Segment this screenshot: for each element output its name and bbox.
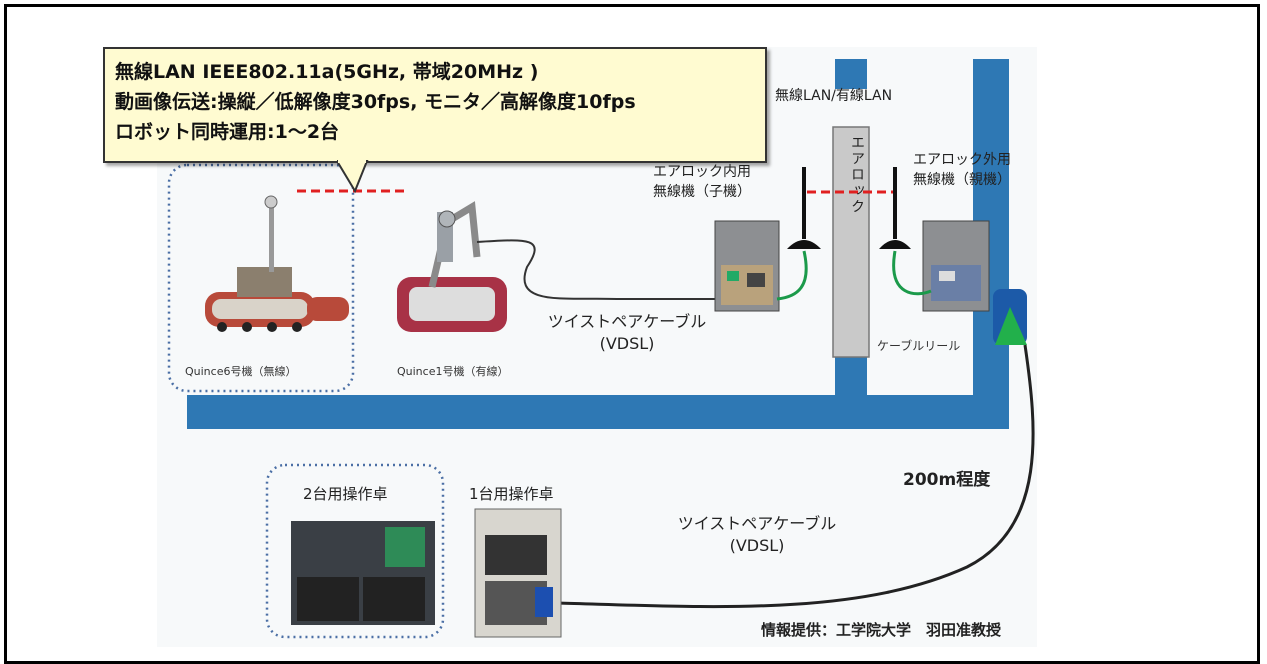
inner-radio-case-image [714,220,780,312]
console1-image [474,508,562,638]
console2-image [291,521,435,625]
label-console1: 1台用操作卓 [469,485,554,503]
quince1-robot-image [397,201,507,332]
wall-pillar-left-bottom [835,357,867,397]
airlock-column [832,126,870,358]
label-airlock-inner-sub: 無線機（子機） [653,184,751,200]
label-airlock-outer: エアロック外用 [913,152,1011,168]
outer-antenna-image [879,167,911,249]
label-console2: 2台用操作卓 [303,485,388,503]
cable-reel-image [993,289,1027,345]
label-cable-bottom-sub: (VDSL) [729,536,785,555]
outer-radio-case-image [922,220,990,312]
label-cable-reel: ケーブルリール [877,339,961,353]
inner-green-cable [776,250,808,301]
label-quince6: Quince6号機（無線） [185,365,297,378]
wall-pillar-left-top [835,59,867,89]
credit-text: 情報提供：工学院大学 羽田准教授 [761,621,1002,639]
outer-green-cable [892,250,932,296]
cable-quince1-to-radio [476,239,719,300]
callout-line-wireless: 無線LAN IEEE802.11a(5GHz, 帯域20MHz ) [115,61,539,83]
callout-line-robots: ロボット同時運用:1〜2台 [115,121,340,143]
label-airlock-outer-sub: 無線機（親機） [913,172,1011,188]
label-cable-bottom: ツイストペアケーブル [677,514,837,533]
label-lan: 無線LAN/有線LAN [775,88,893,104]
quince6-robot-image [205,195,349,332]
inner-antenna-image [787,167,821,249]
label-cable-top: ツイストペアケーブル [547,312,707,331]
wall-horizontal [187,395,1009,429]
specs-callout: 無線LAN IEEE802.11a(5GHz, 帯域20MHz ) 動画像伝送:… [103,47,767,163]
cable-reel-to-console [556,344,1035,609]
callout-line-video: 動画像伝送:操縦／低解像度30fps, モニタ／高解像度10fps [115,91,636,113]
label-quince1: Quince1号機（有線） [397,365,509,378]
console2-enclosure [265,463,445,639]
diagram-frame: 無線LAN IEEE802.11a(5GHz, 帯域20MHz ) 動画像伝送:… [4,4,1260,664]
label-cable-top-sub: (VDSL) [599,334,655,353]
label-airlock: エアロック [849,135,865,215]
label-airlock-inner: エアロック内用 [653,164,751,180]
quince6-enclosure [167,163,355,393]
callout-pointer [337,157,369,194]
label-distance: 200m程度 [903,470,991,490]
